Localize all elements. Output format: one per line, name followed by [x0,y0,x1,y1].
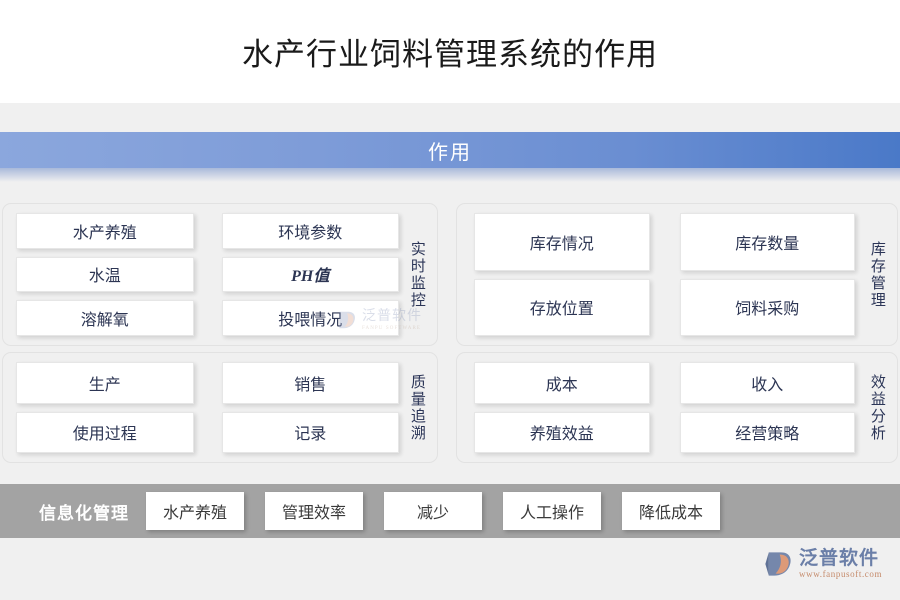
panel-quality-traceability: 生产 销售 使用过程 记录 质量追溯 [2,352,438,463]
footer-cell-aquaculture[interactable]: 水产养殖 [146,492,244,530]
footer-cell-management-efficiency[interactable]: 管理效率 [265,492,363,530]
panel-label-benefit-analysis: 效益分析 [861,353,891,462]
panel-label-text: 库存管理 [868,240,885,309]
cell-farming-benefit[interactable]: 养殖效益 [474,411,650,453]
banner-label: 作用 [428,141,472,164]
banner-shadow [0,168,900,182]
brand-url: www.fanpusoft.com [799,569,883,579]
footer-title: 信息化管理 [39,503,129,523]
cell-dissolved-oxygen[interactable]: 溶解氧 [16,300,194,336]
panel-inventory-management: 库存情况 库存数量 存放位置 饲料采购 库存管理 [456,203,898,346]
panel-grid: 水产养殖 环境参数 水温 PH值 溶解氧 投喂情况 [16,213,399,336]
cell-sales[interactable]: 销售 [221,362,399,404]
footer-cells: 水产养殖 管理效率 减少 人工操作 降低成本 [146,492,720,530]
cell-usage-process[interactable]: 使用过程 [16,411,194,453]
fanpu-logo-icon [764,550,794,578]
panel-label-realtime-monitoring: 实时监控 [401,204,431,345]
banner-wrap: 作用 [0,132,900,182]
panel-label-text: 效益分析 [868,373,885,442]
title-area: 水产行业饲料管理系统的作用 [0,0,900,103]
cell-income[interactable]: 收入 [679,362,855,404]
panel-label-inventory-management: 库存管理 [861,204,891,345]
cell-ph-value[interactable]: PH值 [221,256,399,293]
footer-cell-reduce[interactable]: 减少 [384,492,482,530]
cell-inventory-quantity[interactable]: 库存数量 [679,213,855,271]
brand-text: 泛普软件 www.fanpusoft.com [799,549,882,579]
footer-cell-lower-cost[interactable]: 降低成本 [622,492,720,530]
panel-grid: 成本 收入 养殖效益 经营策略 [474,362,855,453]
diagram-canvas: 作用 水产养殖 环境参数 水温 PH值 溶解氧 投喂情况 实时监控 库存情况 库… [0,103,900,600]
cell-aquaculture[interactable]: 水产养殖 [16,213,194,249]
cell-environment-parameters[interactable]: 环境参数 [221,213,399,249]
cell-feed-procurement[interactable]: 饲料采购 [679,278,855,336]
panel-benefit-analysis: 成本 收入 养殖效益 经营策略 效益分析 [456,352,898,463]
footer-cell-manual-operation[interactable]: 人工操作 [503,492,601,530]
panel-label-quality-traceability: 质量追溯 [401,353,431,462]
cell-storage-location[interactable]: 存放位置 [474,278,650,336]
cell-production[interactable]: 生产 [16,362,194,404]
brand-name: 泛普软件 [799,548,880,569]
cell-cost[interactable]: 成本 [474,362,650,404]
panel-label-text: 实时监控 [408,240,425,309]
panel-label-text: 质量追溯 [408,373,425,442]
panel-grid: 库存情况 库存数量 存放位置 饲料采购 [474,213,855,336]
cell-inventory-status[interactable]: 库存情况 [474,213,650,271]
banner-bar: 作用 [0,132,900,168]
cell-feeding-status[interactable]: 投喂情况 [221,300,399,336]
brand-logo: 泛普软件 www.fanpusoft.com [764,549,882,579]
panel-realtime-monitoring: 水产养殖 环境参数 水温 PH值 溶解氧 投喂情况 实时监控 [2,203,438,346]
page-title: 水产行业饲料管理系统的作用 [242,37,658,72]
cell-water-temperature[interactable]: 水温 [16,256,194,293]
cell-records[interactable]: 记录 [221,411,399,453]
panel-grid: 生产 销售 使用过程 记录 [16,362,399,453]
footer-bar: 信息化管理 水产养殖 管理效率 减少 人工操作 降低成本 [0,484,900,538]
cell-business-strategy[interactable]: 经营策略 [679,411,855,453]
